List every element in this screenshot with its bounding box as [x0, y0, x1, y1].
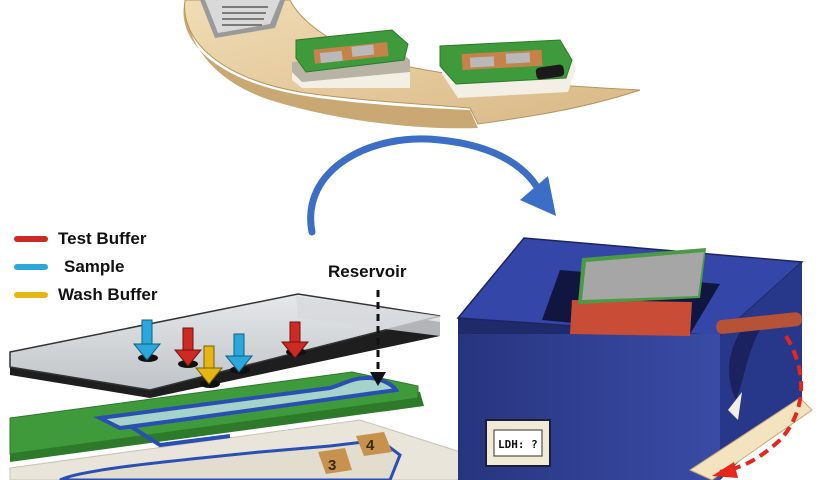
- test-buffer-inlet-arrow: [173, 327, 203, 367]
- rotation-arrow-head: [712, 462, 738, 478]
- legend-label: Wash Buffer: [58, 285, 158, 304]
- flow-arrow-head: [520, 176, 556, 216]
- wash-buffer-inlet-arrow: [194, 345, 224, 385]
- legend-item-wash-buffer: Wash Buffer: [14, 285, 158, 305]
- pcb-chip-right: [439, 39, 576, 98]
- reader-device: [456, 237, 813, 480]
- sample-inlet-arrow: [224, 333, 254, 373]
- test-buffer-swatch: [14, 236, 48, 242]
- sample-inlet-arrow: [132, 319, 162, 361]
- legend-label: Sample: [64, 257, 125, 276]
- reservoir-label: Reservoir: [328, 262, 407, 281]
- flow-arrow: [307, 135, 546, 236]
- wash-buffer-swatch: [14, 292, 48, 298]
- legend-item-sample: Sample: [14, 257, 124, 277]
- rotation-arrow: [719, 334, 804, 474]
- pad-number: 4: [366, 437, 375, 454]
- sample-swatch: [14, 264, 48, 270]
- pad-number: 3: [328, 457, 336, 474]
- test-buffer-inlet-arrow: [280, 321, 310, 359]
- pcb-chip-middle: [292, 29, 410, 88]
- legend-item-test-buffer: Test Buffer: [14, 229, 146, 249]
- reservoir-pointer-head: [370, 372, 386, 386]
- green-channel-layer: [9, 371, 424, 462]
- device-display: LDH: ?: [498, 438, 538, 451]
- electrode-array-chip: [200, 0, 285, 38]
- paper-base-layer: [9, 419, 471, 480]
- legend-label: Test Buffer: [58, 229, 147, 248]
- acrylic-top-layer: [9, 293, 441, 398]
